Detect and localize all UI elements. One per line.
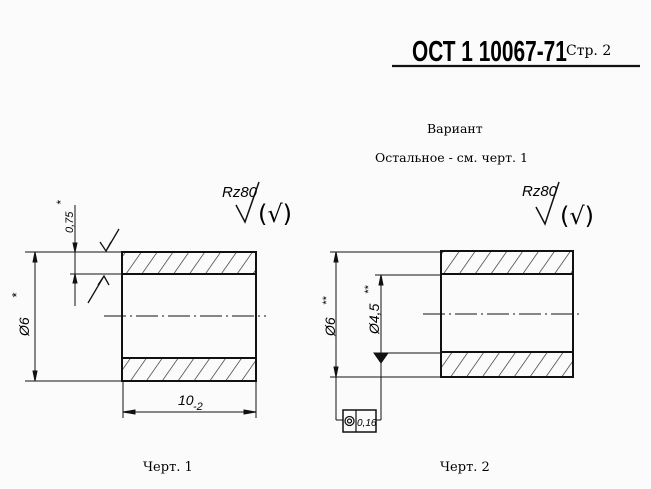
length-label: 10 <box>178 392 194 408</box>
roughness-paren: (√) <box>258 200 292 228</box>
diameter-label: Ø6 <box>322 317 338 337</box>
concentricity-icon <box>344 415 355 427</box>
roughness-symbol <box>535 181 560 226</box>
inner-diameter-label: Ø4,5 <box>366 303 382 335</box>
roughness-paren: (√) <box>560 202 594 230</box>
roughness-label: Rz80 <box>222 184 258 201</box>
drawing-1 <box>25 181 266 418</box>
wall-label: 0,75 <box>64 211 76 233</box>
tolerance-frame <box>342 409 377 433</box>
diameter-label: Ø6 <box>16 317 32 337</box>
variant-note: Остальное - см. черт. 1 <box>375 150 528 165</box>
length-tolerance: -2 <box>193 401 203 413</box>
diameter-mark: ** <box>321 296 333 305</box>
page-number: Стр. 2 <box>566 43 611 59</box>
variant-title: Вариант <box>427 121 483 136</box>
tolerance-value: 0,16 <box>357 418 377 429</box>
drawing-2 <box>330 181 583 433</box>
caption-1: Черт. 1 <box>143 460 193 475</box>
roughness-symbol <box>235 181 260 224</box>
caption-2: Черт. 2 <box>440 460 490 475</box>
roughness-label: Rz80 <box>522 183 558 200</box>
wall-mark: * <box>54 200 68 205</box>
inner-diameter-mark: ** <box>363 285 375 294</box>
standard-number: ОСТ 1 10067-71 <box>412 36 567 68</box>
diameter-mark: * <box>9 292 24 298</box>
